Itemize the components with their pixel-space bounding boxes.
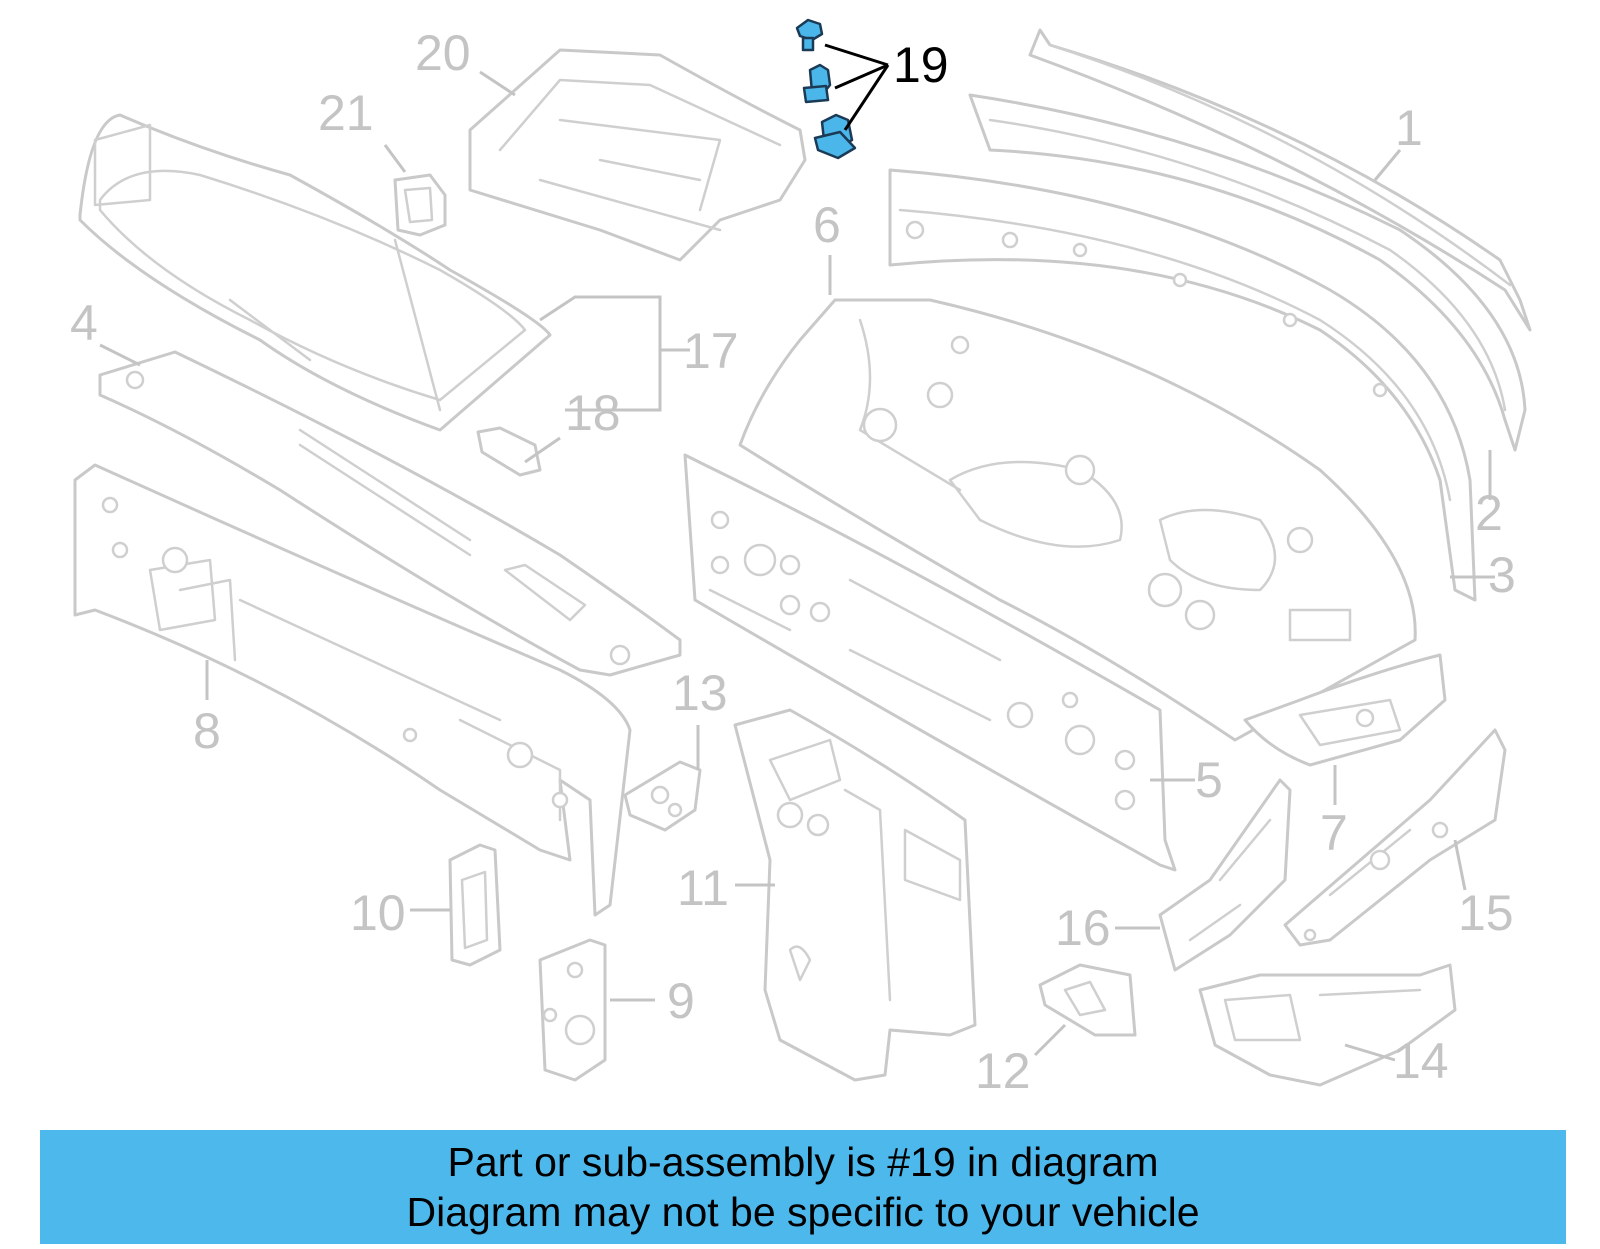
banner-line-1: Part or sub-assembly is #19 in diagram [447,1139,1159,1185]
part-21 [393,173,447,237]
part-12 [1038,963,1137,1037]
callout-label-19: 19 [893,37,949,93]
callout-label-7: 7 [1320,805,1348,861]
clip-3 [813,113,857,160]
part-16 [1158,778,1292,972]
banner-line-2: Diagram may not be specific to your vehi… [406,1189,1200,1235]
part-10 [448,843,502,967]
callout-label-16: 16 [1055,900,1111,956]
clip-2 [802,63,832,104]
part-19 [795,18,857,160]
part-13 [623,760,702,832]
callout-label-12: 12 [975,1043,1031,1099]
part-8 [73,463,632,917]
part-9 [538,938,607,1082]
callout-label-5: 5 [1195,752,1223,808]
part-4 [98,350,682,677]
callout-label-15: 15 [1458,885,1514,941]
callout-label-2: 2 [1475,485,1503,541]
callout-label-10: 10 [350,885,406,941]
part-14 [1198,963,1457,1087]
callout-label-14: 14 [1393,1033,1449,1089]
callout-label-21: 21 [318,85,374,141]
part-7 [1243,653,1447,767]
callout-label-4: 4 [70,295,98,351]
part-15 [1283,728,1507,947]
info-banner: Part or sub-assembly is #19 in diagram D… [40,1130,1566,1244]
callout-label-11: 11 [677,860,729,916]
callout-label-9: 9 [667,973,695,1029]
part-2 [968,93,1527,452]
part-1 [1028,28,1532,332]
callout-leaders [99,70,1495,1062]
callout-label-1: 1 [1395,100,1423,156]
part-18 [476,426,542,477]
clip-1 [795,18,824,52]
callout-label-18: 18 [565,385,621,441]
part-11 [733,708,977,1082]
part-3 [888,168,1477,602]
part-20 [468,48,807,262]
callout-label-20: 20 [415,25,471,81]
callout-label-8: 8 [193,703,221,759]
callout-label-3: 3 [1488,547,1516,603]
callout-label-17: 17 [683,323,739,379]
callout-leaders-highlighted [824,43,890,131]
part-6 [738,298,1417,742]
callout-label-13: 13 [672,665,728,721]
part-5 [683,453,1177,872]
part-17 [78,113,552,432]
callout-label-6: 6 [813,197,841,253]
